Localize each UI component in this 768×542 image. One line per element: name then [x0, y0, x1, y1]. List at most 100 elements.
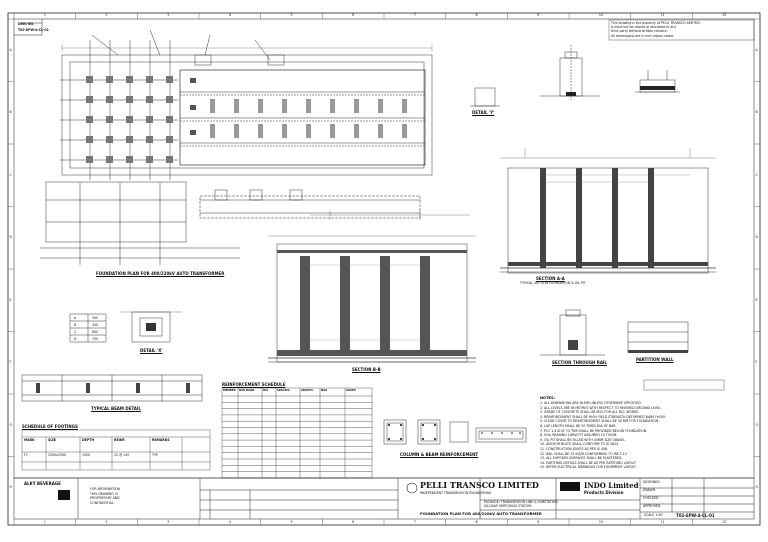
pier-block	[126, 156, 133, 163]
grid-number-top: 4	[228, 13, 231, 17]
grid-letter-right: D	[755, 235, 758, 240]
plan-rail-block	[234, 99, 239, 113]
grid-number-bottom: 1	[43, 520, 46, 524]
grid-letter-right: F	[755, 360, 758, 365]
detail-table-key: C	[74, 330, 77, 334]
schedule-header-cell: DEPTH	[82, 438, 95, 442]
top-note-line: It must not be copied or disclosed to an…	[611, 25, 677, 30]
grid-letter-left: E	[9, 297, 12, 302]
grid-letter-left: A	[9, 47, 12, 52]
grid-number-top: 2	[105, 13, 108, 17]
pier-block	[146, 76, 153, 83]
detail-table-value: 300	[92, 316, 99, 320]
plan-rail-block	[306, 99, 311, 113]
detail-table-value: 750	[92, 337, 99, 341]
top-note-line: This drawing is the property of PELLI TR…	[611, 21, 701, 25]
note-line: 3. GRADE OF CONCRETE SHALL BE M25 FOR AL…	[540, 410, 640, 415]
detail-table-value: 450	[92, 323, 99, 327]
grid-letter-left: C	[9, 172, 12, 177]
plan-rail-block	[210, 99, 215, 113]
bar-schedule-header-cell: DIA	[263, 389, 269, 392]
top-note: This drawing is the property of PELLI TR…	[611, 21, 701, 38]
corner-drawing-number: T02-EPW-4-CL-01	[18, 28, 49, 32]
plan-rail-block	[234, 124, 239, 138]
grid-letter-left: G	[9, 422, 12, 427]
plan-rail-block	[330, 124, 335, 138]
grid-number-bottom: 5	[290, 520, 293, 524]
schedule-header-cell: MARK	[24, 438, 35, 442]
grid-number-bottom: 11	[660, 520, 665, 524]
grid-letter-right: B	[755, 110, 758, 115]
plan-rail-block	[354, 99, 359, 113]
plan-rail-block	[258, 99, 263, 113]
grid-number-top: 5	[290, 13, 293, 17]
caption-column-sections: COLUMN & BEAM REINFORCEMENT	[400, 452, 479, 457]
note-line: 2. ALL LEVELS ARE IN METRES WITH RESPECT…	[540, 405, 662, 410]
grid-number-bottom: 9	[537, 520, 540, 524]
caption-typical-beam: TYPICAL BEAM DETAIL	[91, 406, 141, 411]
plan-rail-block	[402, 99, 407, 113]
pier-block	[126, 96, 133, 103]
grid-number-bottom: 8	[475, 520, 478, 524]
pier-block	[126, 76, 133, 83]
detail-table-value: 600	[92, 330, 99, 334]
schedule-header-cell: REMARKS	[152, 438, 170, 442]
bar-schedule-header-cell: SPACING	[277, 389, 290, 392]
bar-schedule-header-cell: MEMBER	[223, 389, 236, 392]
approval-label: APPROVED	[643, 504, 661, 508]
pier-block	[106, 156, 113, 163]
owner-logo	[406, 482, 418, 494]
grid-number-bottom: 7	[413, 520, 416, 524]
stamp-heading: ALKY BEVERAGE	[24, 481, 61, 486]
schedule-cell: 1500	[82, 453, 91, 457]
schedule-cell: F1	[24, 453, 28, 457]
grid-number-bottom: 6	[352, 520, 355, 524]
note-line: 6. LAP LENGTH SHALL BE 50 TIMES DIA OF B…	[540, 424, 617, 428]
drawing-scale: SCALE 1:50	[644, 513, 663, 517]
plan-rail-block	[282, 124, 287, 138]
caption-schedule: SCHEDULE OF FOOTINGS	[22, 424, 78, 429]
schedule-header-cell: SIZE	[48, 438, 56, 442]
legend-box	[643, 379, 725, 391]
pier-block	[146, 96, 153, 103]
pier-block	[106, 136, 113, 143]
stamp-line: CONFIDENTIAL	[90, 500, 114, 505]
pier-block	[86, 136, 93, 143]
grid-letter-right: G	[755, 422, 758, 427]
project-line-2: SILCHAR SWITCHING STATION	[484, 504, 532, 508]
note-line: 9. OIL PIT SHALL BE FILLED WITH 40MM SIZ…	[540, 437, 627, 442]
contractor-division: Products Division	[584, 490, 624, 495]
grid-number-top: 7	[413, 13, 416, 17]
company-subtitle: INDEPENDENT TRANSMISSION ENGINEERING	[420, 491, 492, 495]
grid-number-top: 3	[167, 13, 170, 17]
approval-label: CHECKED	[643, 496, 659, 500]
plan-rail-block	[210, 124, 215, 138]
caption-detail-x: DETAIL 'X'	[140, 348, 163, 353]
pier-block	[166, 136, 173, 143]
grid-letter-right: C	[755, 172, 758, 177]
pier-block	[146, 136, 153, 143]
bar-schedule-header-cell: SHAPE	[346, 389, 356, 392]
grid-letter-right: H	[755, 485, 758, 490]
plan-rail-block	[402, 124, 407, 138]
company-name: PELLI TRANSCO LIMITED	[420, 480, 539, 490]
caption-section-bb: SECTION B-B	[352, 367, 381, 372]
approval-label: DRAWN	[643, 488, 656, 492]
pier-block	[166, 156, 173, 163]
grid-number-bottom: 2	[105, 520, 108, 524]
top-note-line: third party without written consent.	[611, 29, 668, 34]
caption-section-aa: SECTION A-A	[536, 276, 565, 281]
grid-number-bottom: 4	[228, 520, 231, 524]
caption-bar-schedule: REINFORCEMENT SCHEDULE	[222, 382, 286, 387]
note-line: 10. ANCHOR BOLTS SHALL CONFORM TO IS 562…	[540, 442, 620, 447]
plan-rail-block	[378, 124, 383, 138]
pier-block	[126, 116, 133, 123]
plan-rail-block	[378, 99, 383, 113]
pier-block	[166, 96, 173, 103]
grid-number-bottom: 3	[167, 520, 170, 524]
detail-table-key: B	[74, 323, 77, 327]
company-logo-mark	[58, 490, 70, 500]
grid-number-top: 1	[43, 13, 46, 17]
note-line: 5. CLEAR COVER TO REINFORCEMENT SHALL BE…	[540, 419, 660, 424]
